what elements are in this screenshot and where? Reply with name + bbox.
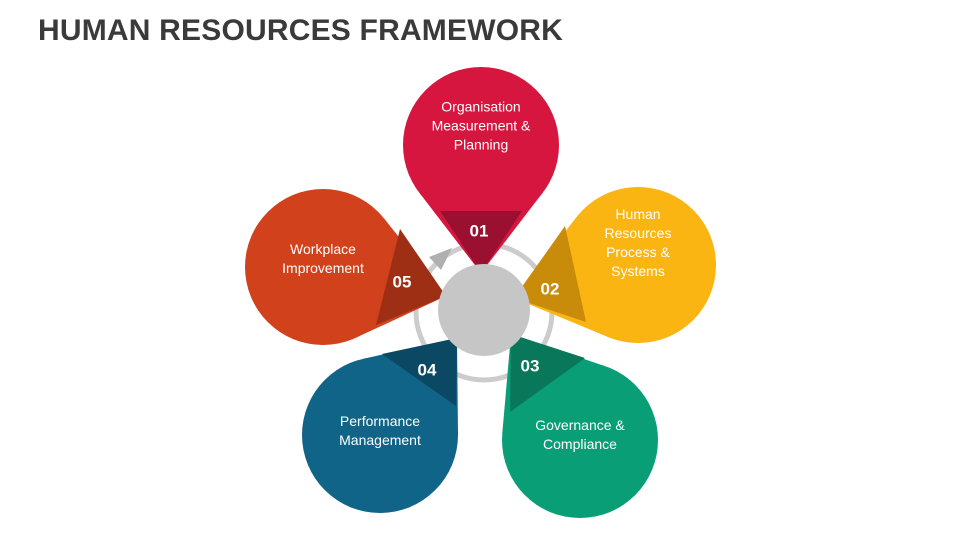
page-title: HUMAN RESOURCES FRAMEWORK	[38, 14, 563, 47]
orbit-arrow-icon	[429, 248, 452, 270]
petal-number: 04	[418, 360, 437, 379]
petal-label-line: Measurement &	[432, 118, 531, 134]
petal-number: 03	[521, 356, 540, 375]
petal-tip-band	[514, 226, 586, 322]
petal-tip-band	[382, 338, 457, 406]
petal-label-line: Resources	[605, 225, 672, 241]
petal-body	[245, 189, 401, 345]
petal-number: 02	[541, 279, 560, 298]
petal-tip-band	[376, 229, 446, 325]
petal-body	[403, 67, 559, 223]
petal-label-line: Governance &	[535, 417, 625, 433]
petal-label-line: Performance	[340, 413, 420, 429]
petal-number: 05	[393, 272, 412, 291]
petal-label-line: Compliance	[543, 436, 617, 452]
petal-label-line: Improvement	[282, 260, 364, 276]
petal-number: 01	[470, 221, 489, 240]
petal-label-line: Planning	[454, 137, 509, 153]
center-hub	[438, 264, 530, 356]
petal-label-line: Systems	[611, 263, 665, 279]
petal-label-line: Management	[339, 432, 421, 448]
petal-label-line: Human	[615, 206, 660, 222]
petal-tip-band	[510, 334, 585, 412]
petal-label-line: Organisation	[441, 99, 520, 115]
petal-label-line: Process &	[606, 244, 670, 260]
petal-label-line: Workplace	[290, 241, 356, 257]
petal-tip-band	[440, 211, 522, 273]
